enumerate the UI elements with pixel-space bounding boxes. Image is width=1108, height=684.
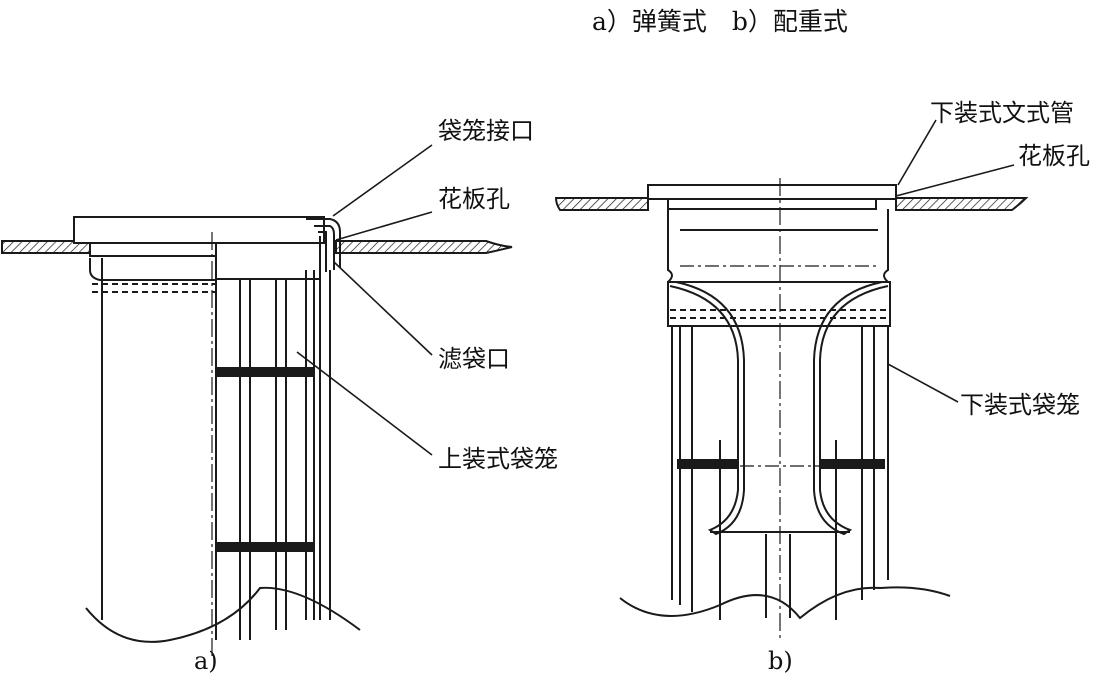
filter-bag-body: [101, 258, 217, 640]
label-tubesheet-hole-a: 花板孔: [438, 185, 510, 213]
venturi-flange: [647, 184, 897, 200]
leader-tubesheet-hole-b: [895, 164, 1015, 197]
label-bottom-loading-venturi: 下装式文式管: [930, 99, 1074, 127]
sublabel-a: a): [194, 647, 218, 675]
leader-bottom-loading-venturi: [897, 119, 937, 186]
venturi-wall-left: [667, 209, 673, 283]
break-line-a: [85, 586, 361, 643]
leader-cage-interface: [332, 144, 433, 217]
leader-tubesheet-hole-a: [335, 211, 433, 241]
tubesheet-plate-b-left: [554, 197, 649, 211]
figure-caption: a）弹簧式 b）配重式: [592, 7, 848, 36]
label-top-loading-cage: 上装式袋笼: [438, 445, 558, 473]
label-cage-interface: 袋笼接口: [438, 117, 534, 145]
cage-ring-b-left: [677, 459, 739, 469]
cage-collar-b: [667, 281, 891, 327]
venturi-wall-right: [883, 209, 889, 283]
label-bottom-loading-cage: 下装式袋笼: [960, 391, 1080, 419]
leader-bag-opening: [333, 261, 433, 356]
venturi-bell-left: [669, 281, 745, 536]
tubesheet-plate-a-right: [335, 240, 513, 254]
cage-interface-flange: [73, 216, 325, 244]
snap-ring-detail: [306, 218, 341, 276]
tubesheet-plate-b-right: [895, 197, 1029, 211]
leader-bottom-loading-cage: [887, 363, 959, 403]
break-line-b: [619, 586, 951, 620]
leader-top-loading-cage: [296, 351, 433, 456]
cage-ring-b-right: [819, 459, 885, 469]
figure-a-drawing: [1, 144, 513, 660]
label-tubesheet-hole-b: 花板孔: [1018, 142, 1090, 170]
bag-collar: [89, 258, 216, 281]
venturi-bell-right: [813, 281, 889, 536]
sublabel-b: b): [768, 647, 793, 675]
cage-ring-lower: [215, 542, 315, 552]
cage-ring-upper: [215, 367, 315, 377]
cage-frame: [215, 242, 321, 280]
figure-b-drawing: [554, 119, 1029, 640]
label-bag-opening: 滤袋口: [438, 345, 510, 373]
